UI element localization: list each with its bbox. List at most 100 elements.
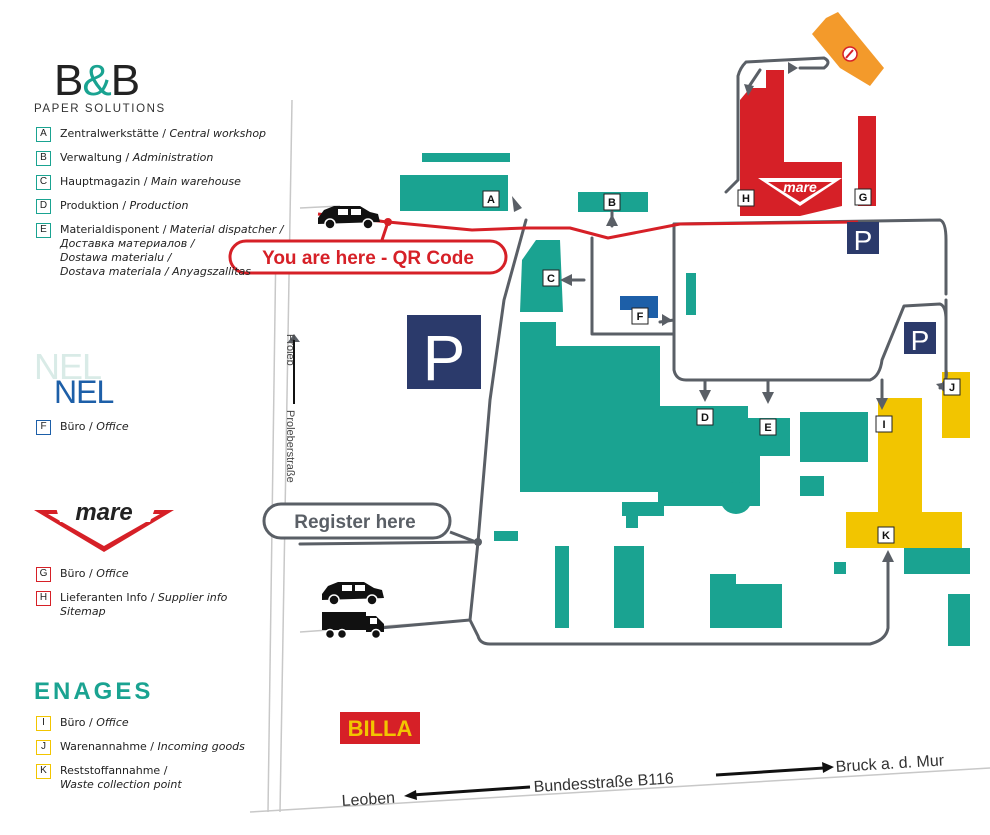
- car-icon-top: [318, 206, 380, 230]
- billa-text: BILLA: [348, 716, 413, 741]
- parking-large: [407, 315, 481, 389]
- legend-text-main: Warenannahme /: [60, 740, 158, 753]
- legend-text-line2: Waste collection point: [60, 778, 182, 791]
- legend-item-i: I Büro / Office: [36, 716, 129, 731]
- building-label-g: G: [859, 192, 868, 204]
- legend-text: Verwaltung / Administration: [60, 151, 213, 165]
- building-label-e: E: [764, 422, 771, 434]
- legend-key-e: E: [36, 223, 51, 238]
- register-marker: [474, 538, 482, 546]
- legend-text-italic: Administration: [132, 151, 214, 164]
- building-label-box-d: [696, 408, 714, 426]
- bb-logo-subtitle: PAPER SOLUTIONS: [34, 103, 166, 115]
- building-label-box-c: [542, 269, 560, 287]
- legend-key-k: K: [36, 764, 51, 779]
- legend-text-main: Verwaltung /: [60, 151, 133, 164]
- bb-logo-left: B: [54, 56, 83, 105]
- legend-text: Büro / Office: [60, 716, 129, 730]
- parking-top: [847, 222, 879, 254]
- mare-map-logo-text: mare: [783, 179, 817, 195]
- legend-text-main: Hauptmagazin /: [60, 175, 151, 188]
- legend-text-main: Zentralwerkstätte /: [60, 127, 170, 140]
- road-leoben: Leoben: [341, 790, 395, 810]
- billa-logo: [340, 712, 420, 744]
- legend-key-c: C: [36, 175, 51, 190]
- legend-text-main: Lieferanten Info /: [60, 591, 158, 604]
- parking-right: [904, 322, 936, 354]
- register-text: Register here: [294, 512, 415, 533]
- legend-key-i: I: [36, 716, 51, 731]
- legend-text-italic: Office: [96, 567, 129, 580]
- legend-text-main: Büro /: [60, 420, 97, 433]
- building-label-box-f: [631, 307, 649, 325]
- legend-text-italic: Material dispatcher /: [169, 223, 284, 236]
- legend-text-line: Dostava materiala / Anyagszallitas: [60, 265, 252, 278]
- building-label-box-h: [737, 189, 755, 207]
- legend-text-line: Доставка материалов /: [60, 237, 195, 250]
- legend-item-a: A Zentralwerkstätte / Central workshop: [36, 127, 266, 142]
- legend-text-line2: Sitemap: [60, 605, 106, 618]
- legend-text-italic: Incoming goods: [157, 740, 245, 753]
- legend-item-j: J Warenannahme / Incoming goods: [36, 740, 245, 755]
- register-callout: [262, 502, 477, 544]
- legend-text: Produktion / Production: [60, 199, 189, 213]
- legend-text-main: Büro /: [60, 567, 97, 580]
- enages-buildings: [400, 153, 970, 646]
- legend-text-main: Büro /: [60, 716, 97, 729]
- legend-text: Zentralwerkstätte / Central workshop: [60, 127, 266, 141]
- legend-key-b: B: [36, 151, 51, 166]
- nel-logo-ghost: NEL: [34, 346, 102, 387]
- building-label-c: C: [547, 273, 555, 285]
- qr-marker: [384, 218, 392, 226]
- building-label-j: J: [949, 382, 955, 394]
- legend-item-f: F Büro / Office: [36, 420, 129, 435]
- building-label-a: A: [487, 194, 495, 206]
- legend-key-a: A: [36, 127, 51, 142]
- legend-item-c: C Hauptmagazin / Main warehouse: [36, 175, 241, 190]
- building-label-k: K: [882, 530, 890, 542]
- mare-logo: mare: [34, 499, 174, 552]
- building-label-box-j: [943, 378, 961, 396]
- building-label-box-g: [854, 188, 872, 206]
- road-b116: Bundesstraße B116: [533, 770, 674, 796]
- legend-key-f: F: [36, 420, 51, 435]
- legend-text-italic: Central workshop: [169, 127, 267, 140]
- building-label-h: H: [742, 193, 750, 205]
- legend-key-h: H: [36, 591, 51, 606]
- legend-text: Materialdisponent / Material dispatcher …: [60, 223, 283, 279]
- legend-text-italic: Office: [96, 716, 129, 729]
- building-label-f: F: [637, 311, 644, 323]
- building-label-box-e: [759, 418, 777, 436]
- legend-text: Reststoffannahme / Waste collection poin…: [60, 764, 182, 792]
- building-label-b: B: [608, 197, 616, 209]
- legend-text-main: Materialdisponent /: [60, 223, 170, 236]
- bb-logo-right: B: [110, 56, 140, 105]
- building-label-box-b: [603, 193, 621, 211]
- legend-text-italic: Office: [96, 420, 129, 433]
- road-bruck: Bruck a. d. Mur: [835, 752, 945, 776]
- legend-text: Hauptmagazin / Main warehouse: [60, 175, 241, 189]
- building-label-i: I: [882, 419, 885, 431]
- legend-item-d: D Produktion / Production: [36, 199, 189, 214]
- legend-text: Büro / Office: [60, 567, 129, 581]
- street-proleb: Proleberstraße: [284, 410, 296, 483]
- truck-icon: [322, 612, 384, 640]
- building-label-box-a: [482, 190, 500, 208]
- legend-text-main: Reststoffannahme /: [60, 764, 168, 777]
- parking-signs: [407, 222, 936, 389]
- bb-logo: B&B: [54, 56, 140, 106]
- you-are-here-text: You are here - QR Code: [262, 248, 474, 269]
- enages-logo: ENAGES: [34, 678, 154, 705]
- building-label-box-i: [875, 415, 893, 433]
- legend-key-d: D: [36, 199, 51, 214]
- legend-text: Warenannahme / Incoming goods: [60, 740, 245, 754]
- mare-map-logo: mare: [758, 178, 842, 206]
- legend-key-j: J: [36, 740, 51, 755]
- legend-item-e: E Materialdisponent / Material dispatcher…: [36, 223, 283, 279]
- legend-text-italic: Main warehouse: [150, 175, 241, 188]
- qr-route: [317, 212, 859, 241]
- bb-logo-amp: &: [82, 56, 111, 105]
- legend-text-italic: Production: [129, 199, 189, 212]
